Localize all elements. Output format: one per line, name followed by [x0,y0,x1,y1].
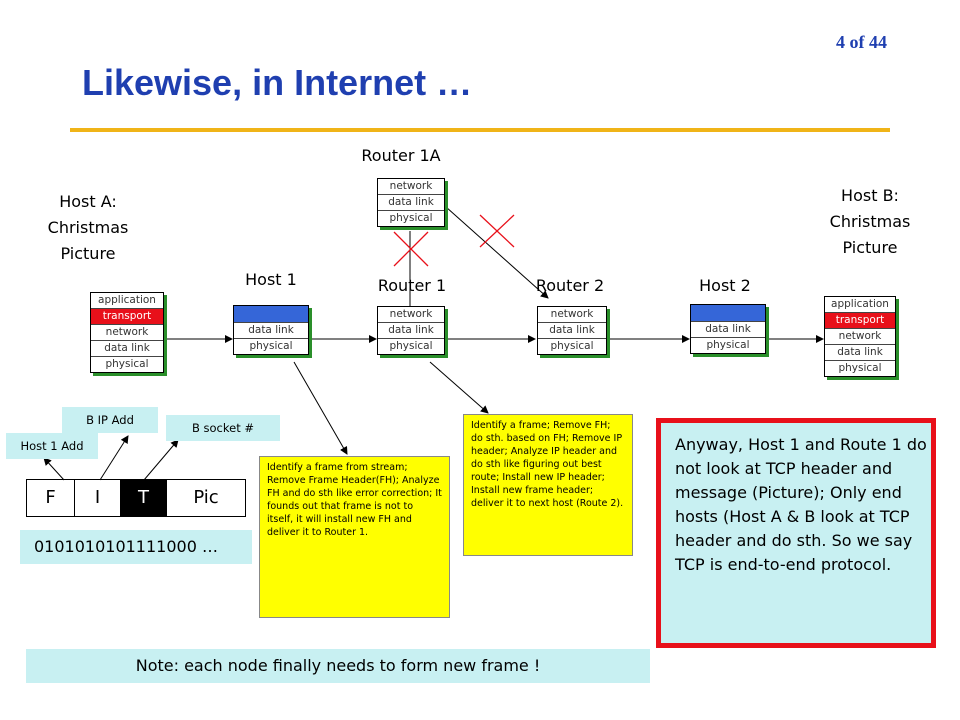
frame-cell-f: F [27,480,75,516]
layer-data-link: data link [825,345,895,361]
layer-network: network [378,179,444,195]
layer-network: network [91,325,163,341]
host-1-stack: data link physical [233,305,309,355]
layer-physical: physical [838,362,882,374]
layer-blank [691,305,765,322]
layer-physical: physical [550,340,594,352]
host-b-stack: application transport network data link … [824,296,896,377]
host1-note: Identify a frame from stream; Remove Fra… [259,456,450,618]
b-socket-tag: B socket # [166,415,280,441]
layer-data-link: data link [234,323,308,339]
host-a-stack: application transport network data link … [90,292,164,373]
layer-physical: physical [706,339,750,351]
frame-diagram: F I T Pic [26,479,246,517]
host-2-label: Host 2 [699,276,751,295]
frame-cell-pic: Pic [193,487,219,508]
host-a-label-line: Christmas [47,218,129,237]
layer-network: network [825,329,895,345]
layer-data-link: data link [538,323,606,339]
host-2-stack: data link physical [690,304,766,354]
callout-arrow-bip [99,435,129,481]
layer-data-link: data link [91,341,163,357]
router-1a-label: Router 1A [361,146,441,165]
title-underline [70,128,890,132]
cross-mark [479,214,515,248]
layer-data-link: data link [378,195,444,211]
layer-network: network [378,307,444,323]
layer-physical: physical [389,340,433,352]
cross-mark [393,231,429,267]
frame-cell-i: I [75,480,121,516]
callout-arrow-host1add [43,457,65,481]
layer-physical: physical [105,358,149,370]
router-2-stack: network data link physical [537,306,607,355]
end-to-end-note: Anyway, Host 1 and Route 1 do not look a… [656,418,936,648]
callout-arrow-router1 [429,361,489,414]
host-1-label: Host 1 [245,270,297,289]
host-b-label: Host B: Christmas Picture [810,186,930,258]
layer-application: application [825,297,895,313]
host-a-label-line: Picture [60,244,116,263]
router-1a-stack: network data link physical [377,178,445,227]
layer-data-link: data link [378,323,444,339]
layer-application: application [91,293,163,309]
end-to-end-note-text: Anyway, Host 1 and Route 1 do not look a… [675,435,927,574]
router1-note: Identify a frame; Remove FH; do sth. bas… [463,414,633,556]
bottom-note: Note: each node finally needs to form ne… [26,649,650,683]
host1-add-tag: Host 1 Add [6,433,98,459]
router-1-stack: network data link physical [377,306,445,355]
host-b-label-line: Picture [842,238,898,257]
layer-transport: transport [91,309,163,325]
layer-physical: physical [249,340,293,352]
bit-stream: 0101010101111000 … [20,530,252,564]
callout-arrow-bsocket [143,439,179,481]
link-router1a-router2 [445,206,549,299]
host-a-label-line: Host A: [59,192,117,211]
callout-arrow-host1 [293,361,348,455]
layer-data-link: data link [691,322,765,338]
layer-blank [234,306,308,323]
slide-title: Likewise, in Internet … [82,62,473,103]
layer-network: network [538,307,606,323]
router-1-label: Router 1 [377,276,447,295]
layer-transport: transport [825,313,895,329]
host-b-label-line: Christmas [829,212,911,231]
layer-physical: physical [389,212,433,224]
host-a-label: Host A: Christmas Picture [40,192,136,264]
page-number: 4 of 44 [836,32,887,52]
host-b-label-line: Host B: [841,186,899,205]
frame-cell-t: T [121,480,167,516]
b-ip-add-tag: B IP Add [62,407,158,433]
router-2-label: Router 2 [535,276,605,295]
